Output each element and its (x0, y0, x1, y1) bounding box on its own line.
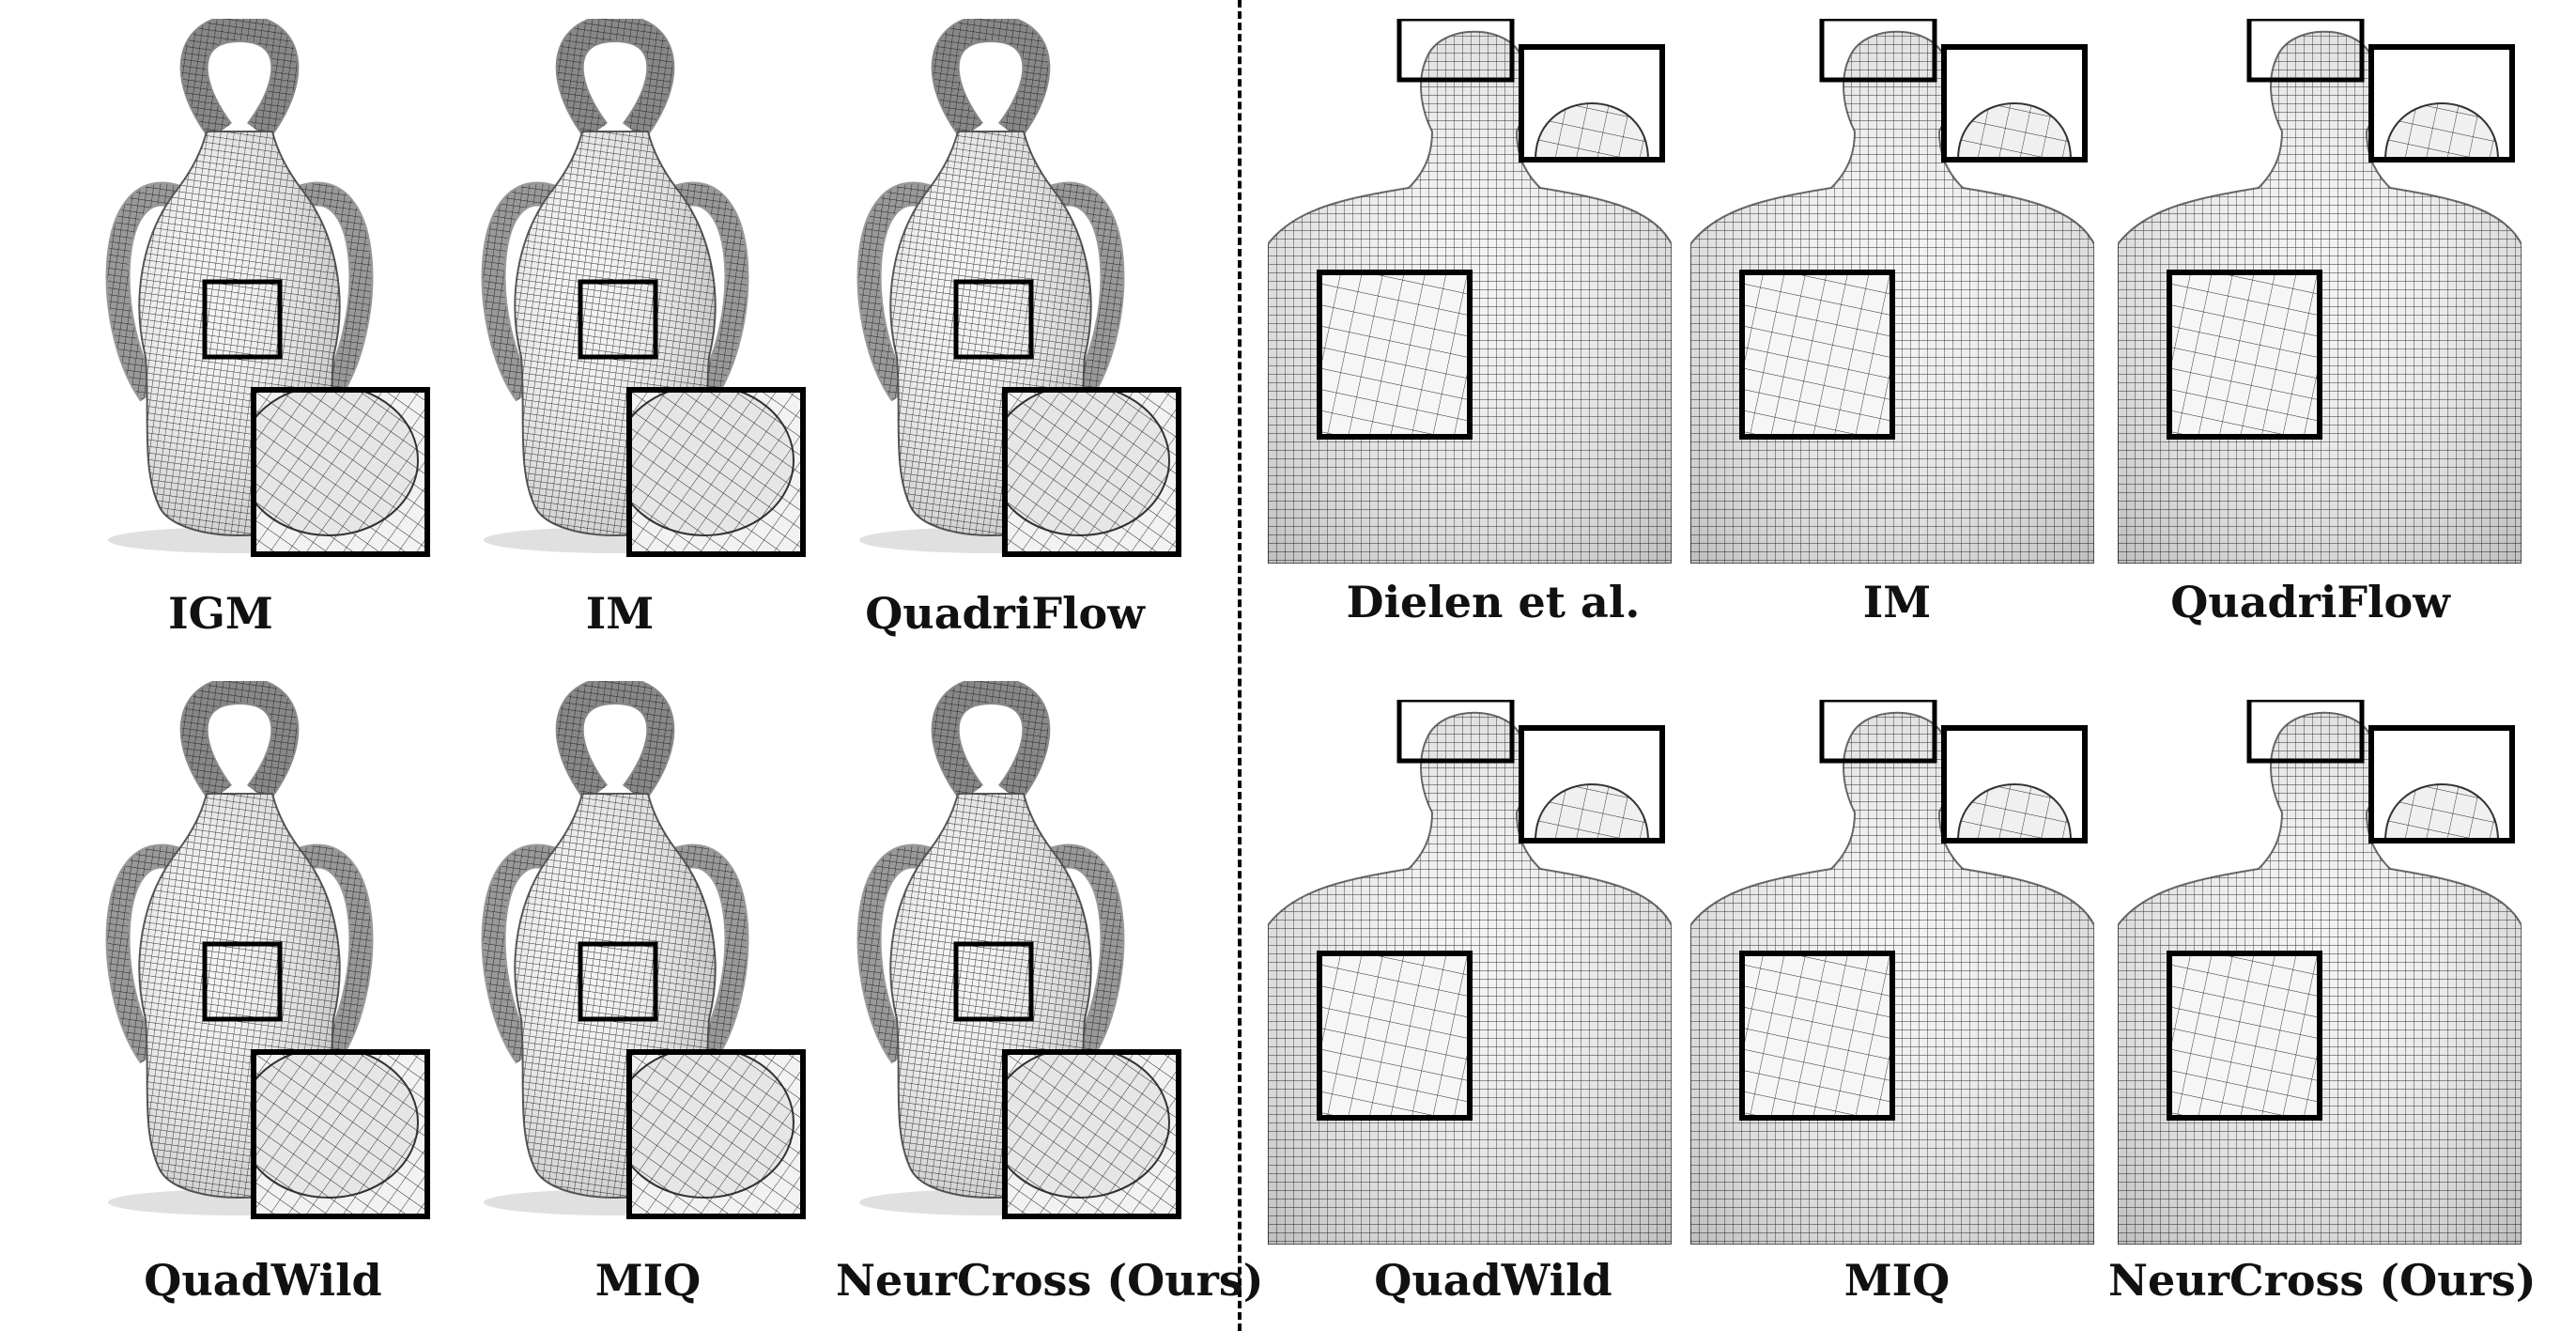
dashed-divider (1238, 0, 1242, 1331)
torso-render-im (1690, 19, 2094, 564)
caption-left-bottom-1: QuadWild (144, 1255, 382, 1306)
amphora-render-quadriflow (789, 19, 1193, 564)
torso-render-neurcross (2118, 700, 2522, 1245)
caption-right-top-3: QuadriFlow (2170, 577, 2450, 627)
caption-left-top-3: QuadriFlow (865, 588, 1145, 639)
amphora-render-quadwild (38, 681, 441, 1226)
caption-left-bottom-3: NeurCross (Ours) (836, 1255, 1264, 1306)
caption-left-bottom-2: MIQ (594, 1255, 702, 1306)
torso-render-quadwild (1268, 700, 1672, 1245)
caption-right-bottom-2: MIQ (1843, 1255, 1951, 1306)
amphora-render-miq (413, 681, 817, 1226)
caption-right-bottom-1: QuadWild (1374, 1255, 1612, 1306)
amphora-render-neurcross (789, 681, 1193, 1226)
amphora-render-igm (38, 19, 441, 564)
amphora-render-im (413, 19, 817, 564)
caption-left-top-2: IM (585, 588, 655, 639)
caption-right-top-1: Dielen et al. (1346, 577, 1641, 627)
caption-left-top-1: IGM (168, 588, 273, 639)
caption-right-top-2: IM (1862, 577, 1932, 627)
torso-render-quadriflow (2118, 19, 2522, 564)
caption-right-bottom-3: NeurCross (Ours) (2108, 1255, 2537, 1306)
torso-render-miq (1690, 700, 2094, 1245)
torso-render-dielen (1268, 19, 1672, 564)
